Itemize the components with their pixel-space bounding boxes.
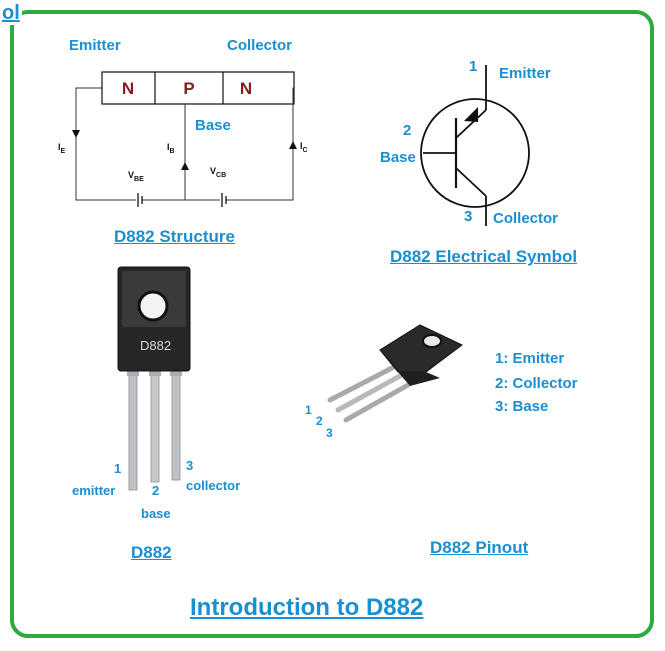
structure-emitter-label: Emitter <box>69 37 121 54</box>
pinout-pin-number-2: 2 <box>316 414 323 428</box>
pinout-mounting-hole <box>422 334 442 348</box>
pinout-list-item-3: 3: Base <box>495 398 549 415</box>
symbol-emitter-label: Emitter <box>499 65 551 82</box>
ib-arrow <box>181 162 189 170</box>
symbol-pin3-number: 3 <box>464 208 473 225</box>
package-base-label: base <box>141 506 171 521</box>
ic-label: IC <box>300 141 308 154</box>
npn-block <box>101 71 295 105</box>
symbol-pin1-number: 1 <box>469 58 478 75</box>
package-lead-3 <box>171 361 181 481</box>
vbe-label: VBE <box>128 170 144 183</box>
package-lead-1 <box>128 361 138 491</box>
pinout-body-side <box>398 372 440 386</box>
pinout-caption: D882 Pinout <box>430 538 529 557</box>
emitter-wire <box>75 87 136 201</box>
package-collector-label: collector <box>186 478 241 493</box>
pinout-list-item-1: 1: Emitter <box>495 350 565 367</box>
package-pin1-number: 1 <box>114 461 122 476</box>
pinout-pin-number-1: 1 <box>305 403 312 417</box>
page-frame <box>10 10 654 638</box>
symbol-collector-label: Collector <box>493 210 559 227</box>
package-pin3-number: 3 <box>186 458 194 473</box>
pinout-lead-1 <box>327 365 395 403</box>
package-marking: D882 <box>140 338 171 353</box>
symbol-pin2-number: 2 <box>403 122 412 139</box>
structure-caption: D882 Structure <box>114 227 235 246</box>
pinout-body-top <box>379 324 463 373</box>
main-title: Introduction to D882 <box>190 594 424 621</box>
collector-wire <box>226 87 294 201</box>
symbol-base-label: Base <box>380 149 416 166</box>
ie-label: IE <box>58 142 66 155</box>
structure-collector-label: Collector <box>227 37 293 54</box>
symbol-emitter-line <box>455 109 487 139</box>
symbol-collector-line <box>455 167 487 197</box>
package-emitter-label: emitter <box>72 483 116 498</box>
pinout-lead-2 <box>335 373 403 413</box>
package-lead-2 <box>150 361 160 483</box>
region-p-base: P <box>183 79 194 98</box>
pinout-lead-3 <box>343 382 411 423</box>
vcb-label: VCB <box>210 166 226 179</box>
ie-arrow <box>72 130 80 138</box>
region-n-collector: N <box>240 79 252 98</box>
symbol-caption: D882 Electrical Symbol <box>390 247 578 266</box>
symbol-emitter-arrow <box>464 107 478 122</box>
corner-text: ol <box>0 2 22 25</box>
package-caption: D882 <box>131 543 172 562</box>
region-n-emitter: N <box>122 79 134 98</box>
ic-arrow <box>289 141 297 149</box>
transistor-symbol-circle <box>420 98 530 208</box>
package-pin2-number: 2 <box>152 483 160 498</box>
pinout-list-item-2: 2: Collector <box>495 375 578 392</box>
ib-label: IB <box>167 142 175 155</box>
structure-base-label: Base <box>195 117 231 134</box>
package-mounting-hole <box>137 290 169 322</box>
pinout-pin-number-3: 3 <box>326 426 333 440</box>
